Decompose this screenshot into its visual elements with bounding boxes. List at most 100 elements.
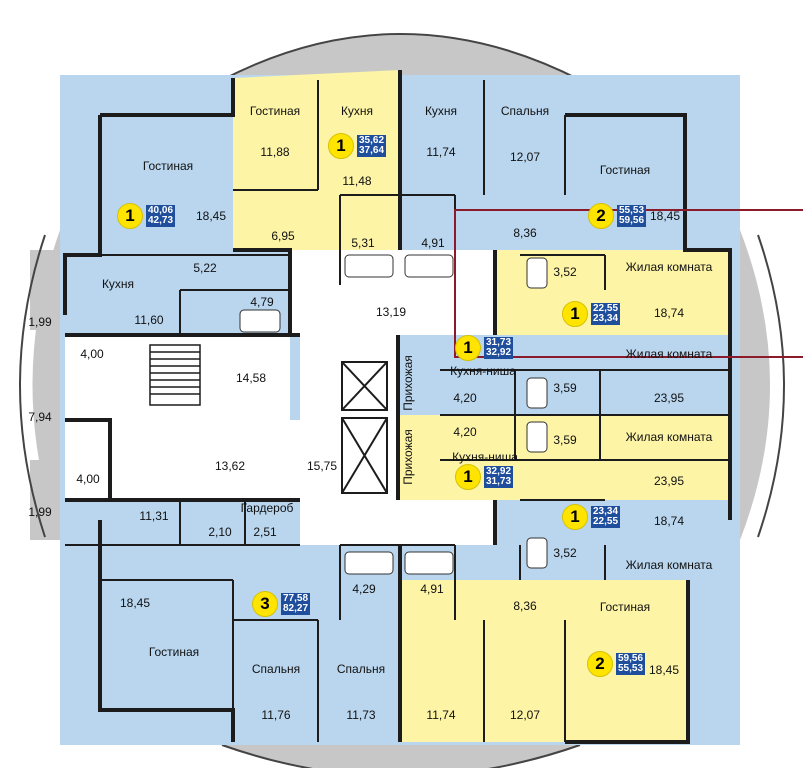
- lobby-zone: [65, 420, 300, 500]
- room-area: 23,95: [653, 391, 685, 405]
- area-with-balcony: 82,27: [283, 603, 309, 614]
- room-area: 18,74: [653, 514, 685, 528]
- room-area: 4,79: [250, 295, 274, 309]
- room-area: 5,31: [351, 236, 375, 250]
- room-area: 4,29: [352, 582, 376, 596]
- room-name: Кухня: [340, 104, 374, 118]
- room-count: 1: [328, 133, 354, 159]
- room-area: 11,60: [134, 313, 164, 327]
- room-area: 1,99: [28, 505, 52, 519]
- room-area: 4,00: [80, 347, 104, 361]
- room-area: 4,20: [453, 391, 477, 405]
- room-area: 7,94: [28, 410, 52, 424]
- room-count: 2: [588, 203, 614, 229]
- balcony-left-upper: [30, 250, 60, 330]
- area-total: 77,58: [283, 593, 309, 604]
- flat-yellow-right-mid: [398, 415, 730, 500]
- area-with-balcony: 22,55: [593, 516, 619, 527]
- hallway-label: Прихожая: [401, 429, 415, 485]
- room-name: Кухня: [101, 277, 135, 291]
- room-name: Гостиная: [249, 104, 301, 118]
- room-area: 18,45: [649, 209, 681, 223]
- room-count: 3: [252, 591, 278, 617]
- area-with-balcony: 55,53: [618, 663, 644, 674]
- room-area: 14,58: [235, 371, 267, 385]
- room-area: 5,22: [193, 261, 217, 275]
- area-with-balcony: 31,73: [486, 476, 512, 487]
- room-name: Гардероб: [240, 501, 294, 515]
- outer-contour: [19, 33, 785, 768]
- area-total: 32,92: [486, 466, 512, 477]
- room-area: 12,07: [509, 150, 541, 164]
- partitions: [65, 80, 730, 742]
- room-area: 13,62: [214, 459, 246, 473]
- room-area: 4,00: [76, 472, 100, 486]
- staircase: [149, 344, 201, 406]
- room-name: Кухня-ниша: [450, 364, 516, 378]
- room-area: 3,59: [553, 381, 577, 395]
- room-area: 18,74: [653, 306, 685, 320]
- room-name: Гостиная: [148, 645, 200, 659]
- balcony-bottom: [222, 740, 580, 768]
- room-name: Спальня: [500, 104, 550, 118]
- area-with-balcony: 32,92: [486, 347, 512, 358]
- room-name: Гостиная: [142, 159, 194, 173]
- room-area: 18,45: [648, 663, 680, 677]
- area-total: 22,55: [593, 303, 619, 314]
- walls: [63, 70, 732, 744]
- room-name: Кухня-ниша: [452, 450, 518, 464]
- area-total: 31,73: [486, 337, 512, 348]
- area-total: 59,56: [618, 653, 644, 664]
- room-area: 11,74: [426, 708, 456, 722]
- room-area: 18,45: [119, 596, 151, 610]
- room-area: 2,51: [253, 525, 277, 539]
- room-area: 1,99: [28, 315, 52, 329]
- room-area: 11,31: [139, 509, 169, 523]
- room-area: 23,95: [653, 474, 685, 488]
- flat-yellow-top: [233, 70, 400, 250]
- room-area: 3,59: [553, 433, 577, 447]
- room-area: 8,36: [513, 226, 537, 240]
- room-name: Спальня: [251, 662, 301, 676]
- room-name: Гостиная: [599, 600, 651, 614]
- area-total: 35,62: [359, 135, 385, 146]
- room-area: 4,20: [453, 425, 477, 439]
- room-area: 15,75: [306, 459, 338, 473]
- room-name: Жилая комната: [625, 260, 713, 274]
- room-count: 1: [455, 464, 481, 490]
- room-name: Спальня: [336, 662, 386, 676]
- room-area: 13,19: [375, 305, 407, 319]
- area-total: 55,53: [619, 205, 645, 216]
- room-area: 8,36: [513, 599, 537, 613]
- room-area: 3,52: [553, 265, 577, 279]
- hallway-label: Прихожая: [401, 355, 415, 411]
- room-count: 1: [562, 301, 588, 327]
- area-with-balcony: 59,56: [619, 215, 645, 226]
- room-area: 2,10: [208, 525, 232, 539]
- room-count: 1: [562, 504, 588, 530]
- room-name: Жилая комната: [625, 430, 713, 444]
- room-area: 11,48: [342, 174, 372, 188]
- room-count: 1: [455, 335, 481, 361]
- room-area: 18,45: [195, 209, 227, 223]
- room-area: 4,91: [421, 236, 445, 250]
- room-name: Гостиная: [599, 163, 651, 177]
- room-count: 2: [587, 651, 613, 677]
- area-with-balcony: 42,73: [148, 215, 174, 226]
